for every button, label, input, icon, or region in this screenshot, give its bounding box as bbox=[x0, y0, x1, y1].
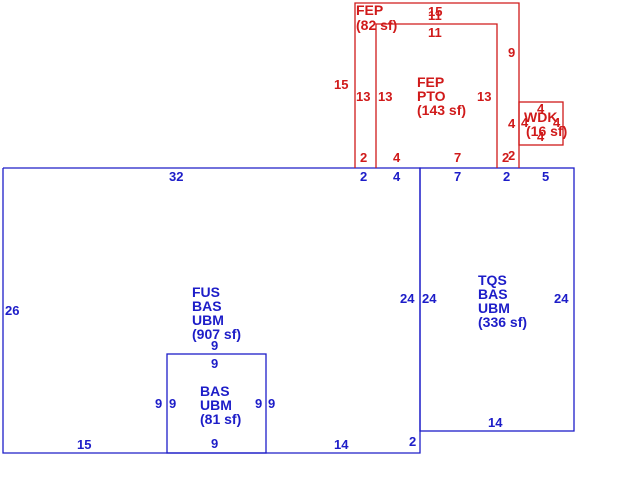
dim-bas-top-outer: 9 bbox=[211, 338, 218, 353]
fus-label-area: (907 sf) bbox=[192, 326, 241, 342]
dim-bas-top-inner: 9 bbox=[211, 356, 218, 371]
dim-fep-right-9: 9 bbox=[508, 45, 515, 60]
dim-main-bottom-left: 15 bbox=[77, 437, 91, 452]
tqs-label-line-2: BAS bbox=[478, 286, 508, 302]
fus-label-line-3: UBM bbox=[192, 312, 224, 328]
bas-small-label-line-2: UBM bbox=[200, 397, 232, 413]
tqs-label-area: (336 sf) bbox=[478, 314, 527, 330]
dim-fep-top-11: 11 bbox=[428, 8, 442, 23]
dim-wdk-top: 4 bbox=[537, 101, 545, 116]
dim-fep-right-4: 4 bbox=[508, 116, 516, 131]
wdk-label-area: (16 sf) bbox=[526, 123, 567, 139]
fus-area-outline bbox=[2, 167, 421, 454]
dim-bas-left-outer: 9 bbox=[155, 396, 162, 411]
dim-pto-bottom-7: 7 bbox=[454, 150, 461, 165]
dim-fep-bottom-right-2: 2 bbox=[508, 148, 515, 163]
fep-area-outline bbox=[354, 2, 520, 168]
dim-main-top-2: 2 bbox=[360, 169, 367, 184]
dim-pto-bottom-2: 2 bbox=[502, 150, 509, 165]
dim-pto-bottom-4: 4 bbox=[393, 150, 401, 165]
fep-label-line-1: FEP bbox=[356, 2, 383, 18]
tqs-label-line-1: TQS bbox=[478, 272, 507, 288]
dim-main-bottom-right: 14 bbox=[334, 437, 349, 452]
dim-fep-bottom-2: 2 bbox=[360, 150, 367, 165]
wdk-label-line-1: WDK bbox=[524, 109, 557, 125]
dim-fep-left: 15 bbox=[334, 77, 348, 92]
dim-wdk-right: 4 bbox=[553, 115, 561, 130]
dim-pto-left: 13 bbox=[378, 89, 392, 104]
wdk-area-label: WDK (16 sf) bbox=[524, 109, 567, 139]
dim-main-left: 26 bbox=[5, 303, 19, 318]
fep-pto-label-line-1: FEP bbox=[417, 74, 444, 90]
blue-dimension-labels: 32 26 15 14 24 2 2 4 9 9 9 9 9 9 9 7 2 5… bbox=[5, 169, 569, 452]
fep-label-area: (82 sf) bbox=[356, 17, 397, 33]
bas-small-label-line-1: BAS bbox=[200, 383, 230, 399]
dim-bas-right-outer: 9 bbox=[268, 396, 275, 411]
dim-bas-right-inner: 9 bbox=[255, 396, 262, 411]
dim-tqs-left: 24 bbox=[422, 291, 437, 306]
fus-area-label: FUS BAS UBM (907 sf) bbox=[192, 284, 241, 342]
dim-fep-inner-11: 11 bbox=[428, 25, 442, 40]
dim-bas-bottom: 9 bbox=[211, 436, 218, 451]
tqs-label-line-3: UBM bbox=[478, 300, 510, 316]
dim-wdk-left: 4 bbox=[521, 115, 529, 130]
red-dimension-labels: 15 11 11 15 13 13 13 9 4 2 4 7 2 2 4 4 4… bbox=[334, 4, 561, 165]
dim-main-right-step: 2 bbox=[409, 434, 416, 449]
dim-fep-top-15: 15 bbox=[428, 4, 442, 19]
fep-pto-area-label: FEP PTO (143 sf) bbox=[417, 74, 466, 118]
dim-main-right: 24 bbox=[400, 291, 415, 306]
dim-wdk-bottom: 4 bbox=[537, 129, 545, 144]
dim-tqs-right: 24 bbox=[554, 291, 569, 306]
dim-tqs-top-7: 7 bbox=[454, 169, 461, 184]
dim-main-top-4: 4 bbox=[393, 169, 401, 184]
fep-pto-area-outline bbox=[375, 23, 498, 168]
dim-tqs-top-2: 2 bbox=[503, 169, 510, 184]
fus-label-line-2: BAS bbox=[192, 298, 222, 314]
fep-pto-label-area: (143 sf) bbox=[417, 102, 466, 118]
fus-label-line-1: FUS bbox=[192, 284, 220, 300]
dim-fep-left-13: 13 bbox=[356, 89, 370, 104]
fep-pto-label-line-2: PTO bbox=[417, 88, 446, 104]
bas-small-area-label: BAS UBM (81 sf) bbox=[200, 383, 241, 427]
bas-small-area-outline bbox=[166, 353, 267, 454]
bas-small-label-area: (81 sf) bbox=[200, 411, 241, 427]
dim-bas-left-inner: 9 bbox=[169, 396, 176, 411]
fep-area-label: FEP (82 sf) bbox=[356, 2, 397, 33]
wdk-area-outline bbox=[518, 101, 564, 146]
dim-pto-right: 13 bbox=[477, 89, 491, 104]
tqs-area-label: TQS BAS UBM (336 sf) bbox=[478, 272, 527, 330]
dim-tqs-bottom: 14 bbox=[488, 415, 503, 430]
dim-main-top: 32 bbox=[169, 169, 183, 184]
dim-tqs-top-5: 5 bbox=[542, 169, 549, 184]
